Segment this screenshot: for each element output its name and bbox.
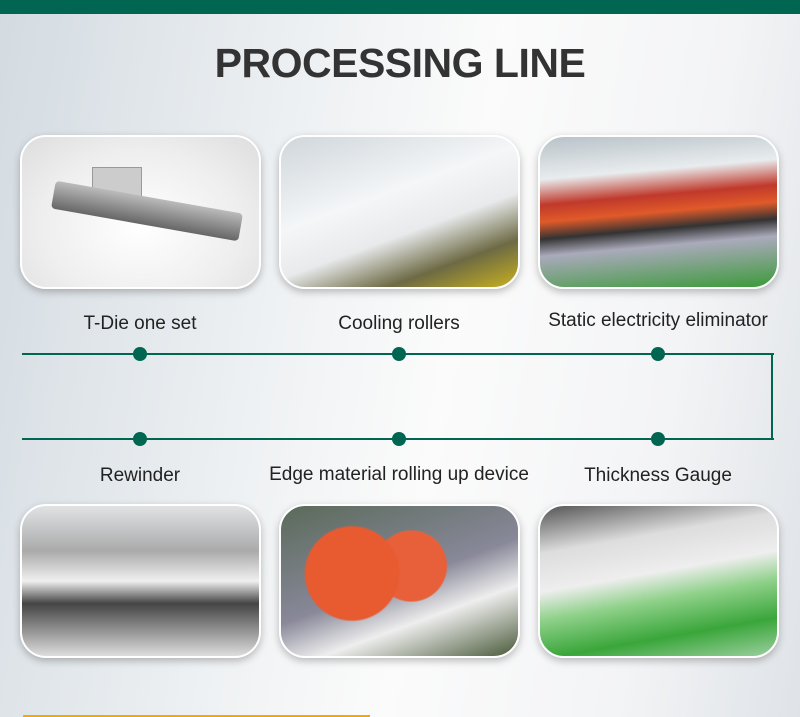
t-die-image xyxy=(20,135,261,289)
step-label-cooling-rollers: Cooling rollers xyxy=(338,313,460,334)
step-label-thickness-gauge: Thickness Gauge xyxy=(584,465,732,486)
cooling-rollers-image xyxy=(279,135,520,289)
thickness-gauge-image xyxy=(538,504,779,658)
footer-accent-line xyxy=(23,715,370,717)
timeline-dot xyxy=(392,432,406,446)
edge-material-device-image xyxy=(279,504,520,658)
timeline-connector xyxy=(771,353,773,440)
timeline-dot xyxy=(133,347,147,361)
step-label-t-die: T-Die one set xyxy=(83,313,197,334)
static-eliminator-image xyxy=(538,135,779,289)
step-label-rewinder: Rewinder xyxy=(99,465,181,486)
timeline-dot xyxy=(392,347,406,361)
timeline-dot xyxy=(651,347,665,361)
timeline-dot xyxy=(133,432,147,446)
timeline-dot xyxy=(651,432,665,446)
top-banner-bar xyxy=(0,0,800,14)
rewinder-image xyxy=(20,504,261,658)
step-label-static-eliminator: Static electricity eliminator xyxy=(548,310,768,331)
page-title: PROCESSING LINE xyxy=(214,40,586,86)
step-label-edge-material: Edge material rolling up device xyxy=(269,464,529,485)
